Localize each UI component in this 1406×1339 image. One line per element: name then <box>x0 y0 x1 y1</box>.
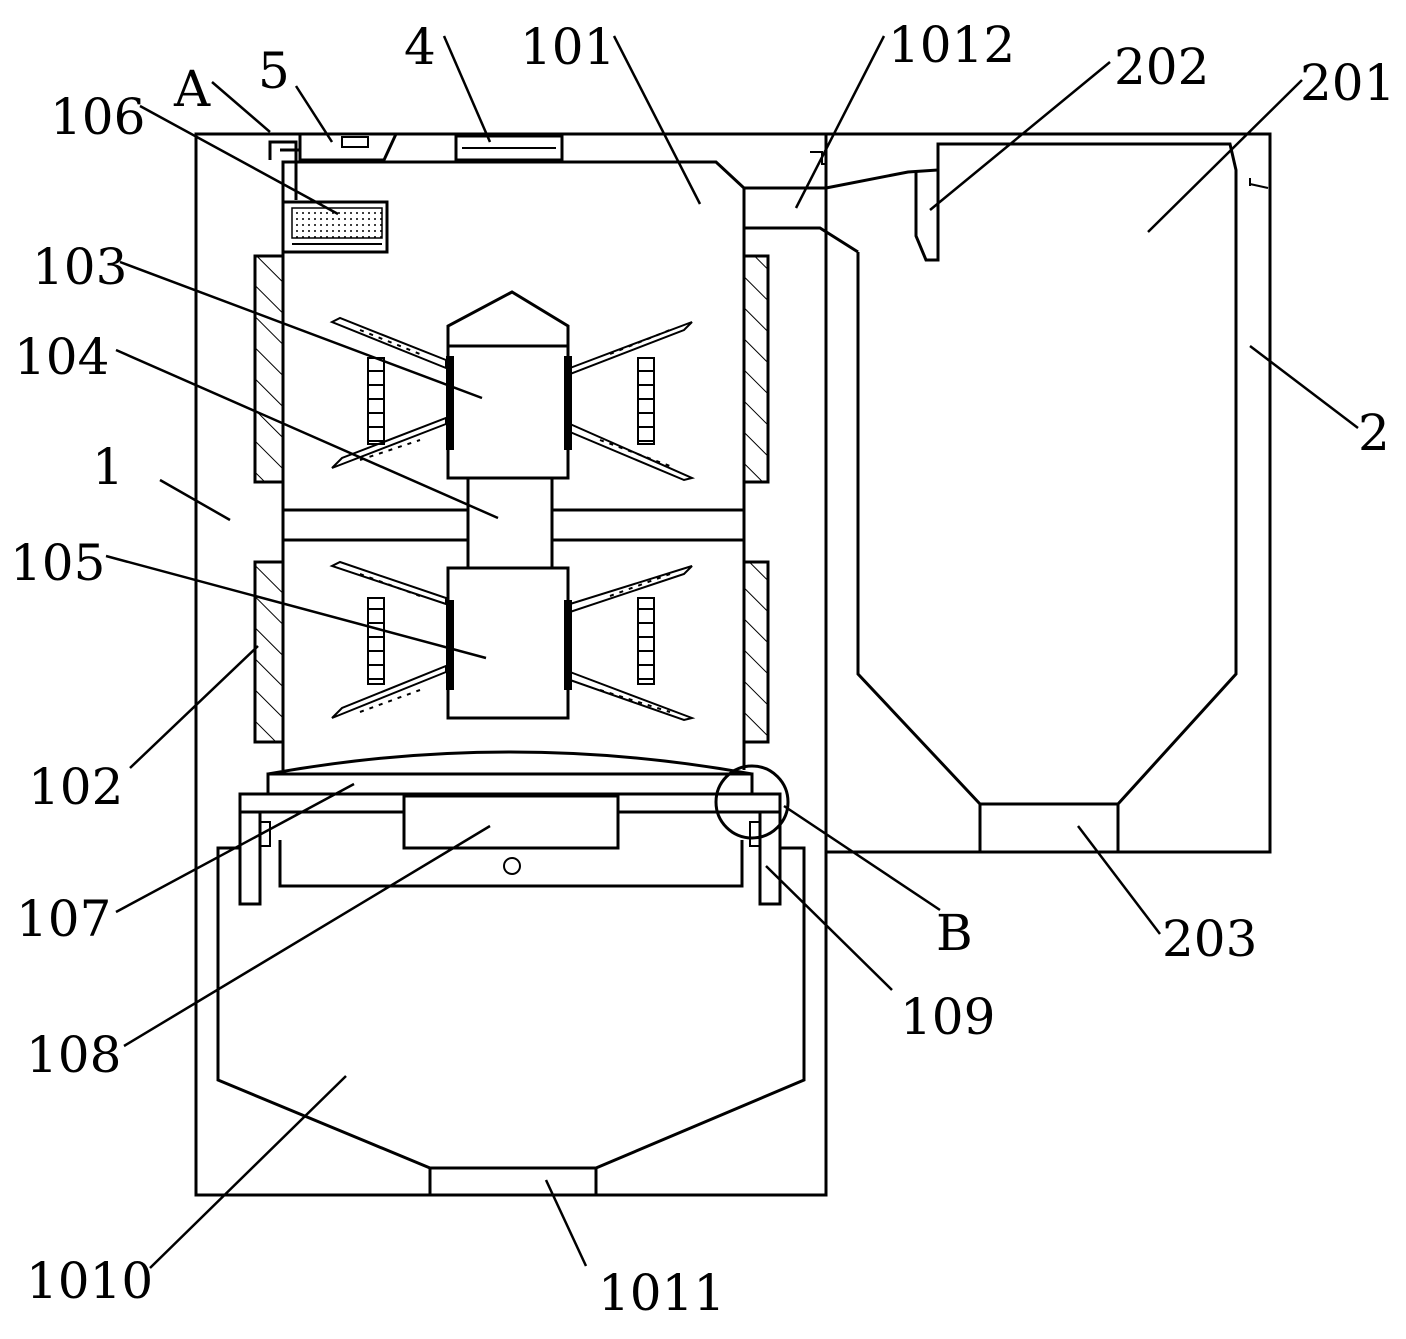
lower-rotor <box>446 566 570 720</box>
screen-base <box>278 840 744 888</box>
label-1012: 1012 <box>888 16 1015 74</box>
label-201: 201 <box>1300 54 1395 112</box>
hatch-plate-ll <box>253 560 285 744</box>
label-103: 103 <box>32 238 127 296</box>
label-109: 109 <box>900 988 995 1046</box>
label-108: 108 <box>26 1026 121 1084</box>
label-b: B <box>936 904 973 962</box>
guide-right <box>758 810 782 906</box>
lower-rotor-bar-r <box>564 600 572 690</box>
hatch-plate-ur <box>742 254 770 484</box>
top-cover-4 <box>454 134 564 162</box>
outlet-203 <box>978 802 1120 854</box>
rotor-cap <box>446 290 570 348</box>
label-105: 105 <box>10 534 105 592</box>
duct-1012 <box>744 186 859 254</box>
shaft <box>466 476 554 570</box>
label-5: 5 <box>258 42 290 100</box>
tank-edge-step <box>1249 178 1269 189</box>
hanging-bolt <box>503 857 521 875</box>
lower-rotor-bar-l <box>446 600 454 690</box>
upper-rotor-bar-l <box>446 356 454 450</box>
hatch-plate-ul <box>253 254 285 484</box>
side-housing <box>826 132 1272 854</box>
inlet-pipe-202 <box>914 170 940 262</box>
label-1: 1 <box>92 438 124 496</box>
number-labels: A 5 4 101 1012 202 201 106 103 104 1 105… <box>10 16 1395 1322</box>
label-4: 4 <box>404 18 436 76</box>
hatch-plate-lr <box>742 560 770 744</box>
label-104: 104 <box>14 328 109 386</box>
outlet-1011 <box>428 1166 598 1197</box>
upper-rotor <box>446 344 570 480</box>
guide-left <box>238 810 262 906</box>
hook-a <box>268 140 300 200</box>
guide-spring-left <box>260 821 271 847</box>
leader-lines <box>105 35 1359 1269</box>
label-202: 202 <box>1114 38 1209 96</box>
collection-hopper <box>216 846 806 1170</box>
guide-spring-right <box>749 821 760 847</box>
filter-box <box>281 200 389 254</box>
motor-box <box>402 794 620 850</box>
tank-201 <box>825 142 1238 806</box>
upper-rotor-bar-r <box>564 356 572 450</box>
upper-blades <box>329 316 696 482</box>
detail-circle-b <box>714 764 790 840</box>
top-feed-hopper <box>298 133 398 162</box>
label-a: A <box>173 60 211 118</box>
label-1011: 1011 <box>598 1264 725 1322</box>
label-203: 203 <box>1162 910 1257 968</box>
small-vent <box>341 136 369 148</box>
label-102: 102 <box>28 758 123 816</box>
label-101: 101 <box>520 18 615 76</box>
label-106: 106 <box>50 88 145 146</box>
label-107: 107 <box>16 890 111 948</box>
label-2: 2 <box>1358 404 1390 462</box>
label-1010: 1010 <box>26 1252 153 1310</box>
arched-screen <box>267 750 753 776</box>
lower-blades <box>329 560 696 722</box>
